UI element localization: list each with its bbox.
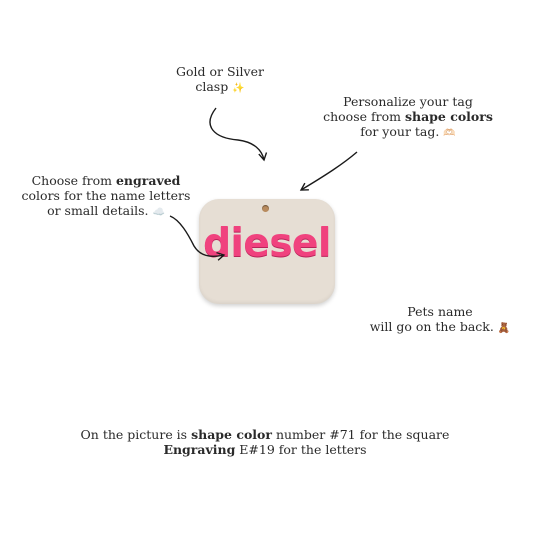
clasp-hole	[262, 205, 269, 212]
engraved-note-line2: colors for the name letters	[21, 188, 191, 203]
clasp-note: Gold or Silver clasp ✨	[168, 64, 272, 96]
teddy-bear-icon: 🧸	[497, 323, 511, 334]
clasp-note-line1: Gold or Silver	[176, 64, 264, 79]
pet-tag: diesel	[199, 199, 335, 304]
footer-note-line2: E#19 for the letters	[235, 442, 367, 457]
engraved-note-line3: or small details.	[47, 203, 149, 218]
engraved-note: Choose from engraved colors for the name…	[18, 173, 194, 220]
shape-color-label: shape color	[191, 427, 272, 442]
shape-color-arrow	[299, 151, 358, 191]
engraved-label: engraved	[115, 173, 181, 188]
engraved-note-line1: Choose from	[31, 173, 116, 188]
heart-hands-icon: 🫶🏻	[443, 128, 456, 139]
clasp-arrow	[209, 107, 268, 162]
footer-note-line1: On the picture is	[80, 427, 192, 442]
back-note-line1: Pets name	[407, 304, 473, 319]
engraving-label: Engraving	[163, 442, 236, 457]
personalize-note-line1: Personalize your tag	[343, 94, 473, 109]
footer-note-line1-end: number #71 for the square	[271, 427, 450, 442]
personalize-note-line3: for your tag.	[360, 124, 440, 139]
clasp-note-line2: clasp	[195, 79, 229, 94]
cloud-icon: ☁️	[152, 207, 165, 218]
personalize-note: Personalize your tag choose from shape c…	[308, 94, 508, 141]
back-note: Pets name will go on the back. 🧸	[360, 304, 520, 336]
sparkles-icon: ✨	[232, 83, 245, 94]
shape-colors-label: shape colors	[404, 109, 493, 124]
footer-note: On the picture is shape color number #71…	[40, 427, 490, 457]
personalize-note-line2: choose from	[323, 109, 405, 124]
back-note-line2: will go on the back.	[369, 319, 494, 334]
engraving-arrow	[169, 215, 226, 261]
